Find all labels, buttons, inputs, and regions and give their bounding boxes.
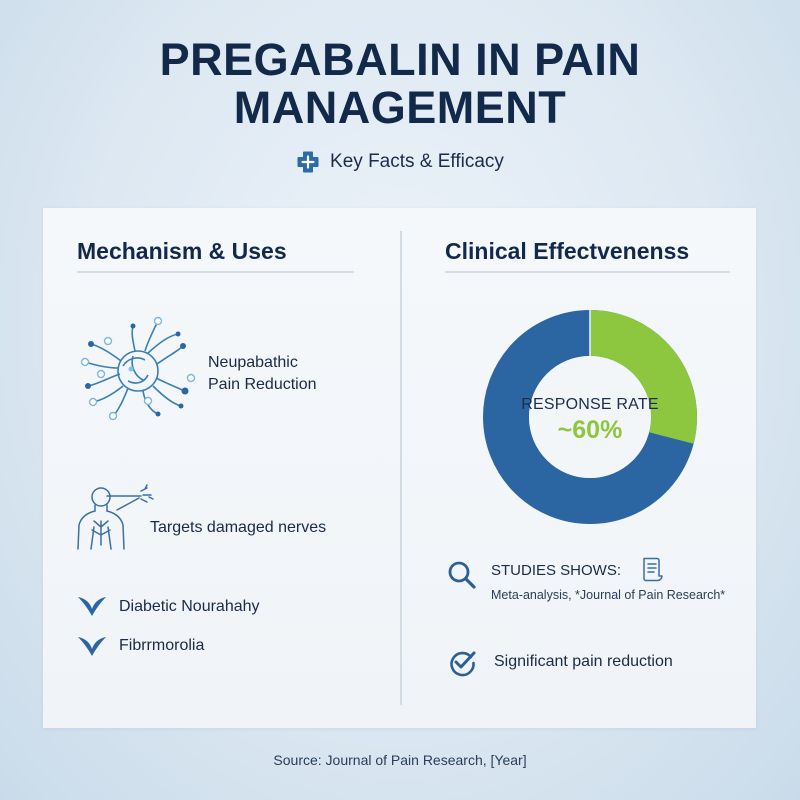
left-column-title: Mechanism & Uses xyxy=(77,238,287,264)
source-citation: Source: Journal of Pain Research, [Year] xyxy=(273,752,527,768)
title-line-2: MANAGEMENT xyxy=(233,82,567,133)
content-card: Mechanism & Uses Neupabathic Pain Reduct… xyxy=(43,208,756,728)
neuropathic-item: Neupabathic Pain Reduction xyxy=(208,352,317,396)
right-column-rule xyxy=(445,271,730,273)
human-nerves-icon xyxy=(77,484,154,550)
subtitle-text: Key Facts & Efficacy xyxy=(330,151,504,172)
right-column-title: Clinical Effectvenenss xyxy=(445,238,690,264)
result-label: Significant pain reduction xyxy=(494,653,673,670)
donut-value: ~60% xyxy=(557,415,623,444)
response-rate-donut: RESPONSE RATE ~60% xyxy=(483,310,697,524)
left-column-rule xyxy=(77,271,354,273)
column-divider xyxy=(400,231,402,705)
subtitle: Key Facts & Efficacy xyxy=(0,150,800,174)
check-circle-icon xyxy=(450,651,476,677)
diabetic-item-label: Diabetic Nourahahy xyxy=(119,598,260,615)
neuropathic-line-2: Pain Reduction xyxy=(208,376,317,393)
neuron-icon xyxy=(80,316,196,421)
document-icon xyxy=(643,557,663,582)
search-icon xyxy=(448,561,476,589)
medical-cross-icon xyxy=(297,151,319,173)
fibromyalgia-item-label: Fibrrmorolia xyxy=(119,637,205,654)
leaf-icon xyxy=(78,637,106,656)
donut-center: RESPONSE RATE ~60% xyxy=(483,310,697,524)
leaf-icon xyxy=(78,597,106,616)
neuropathic-line-1: Neupabathic xyxy=(208,354,298,371)
targets-nerves-label: Targets damaged nerves xyxy=(150,519,327,536)
title-line-1: PREGABALIN IN PAIN xyxy=(159,34,641,85)
donut-label: RESPONSE RATE xyxy=(521,395,659,413)
page-title: PREGABALIN IN PAIN MANAGEMENT xyxy=(0,36,800,132)
donut-chart xyxy=(483,310,697,524)
studies-heading: STUDIES SHOWS: xyxy=(491,562,622,579)
studies-detail: Meta-analysis, *Journal of Pain Research… xyxy=(491,588,726,602)
